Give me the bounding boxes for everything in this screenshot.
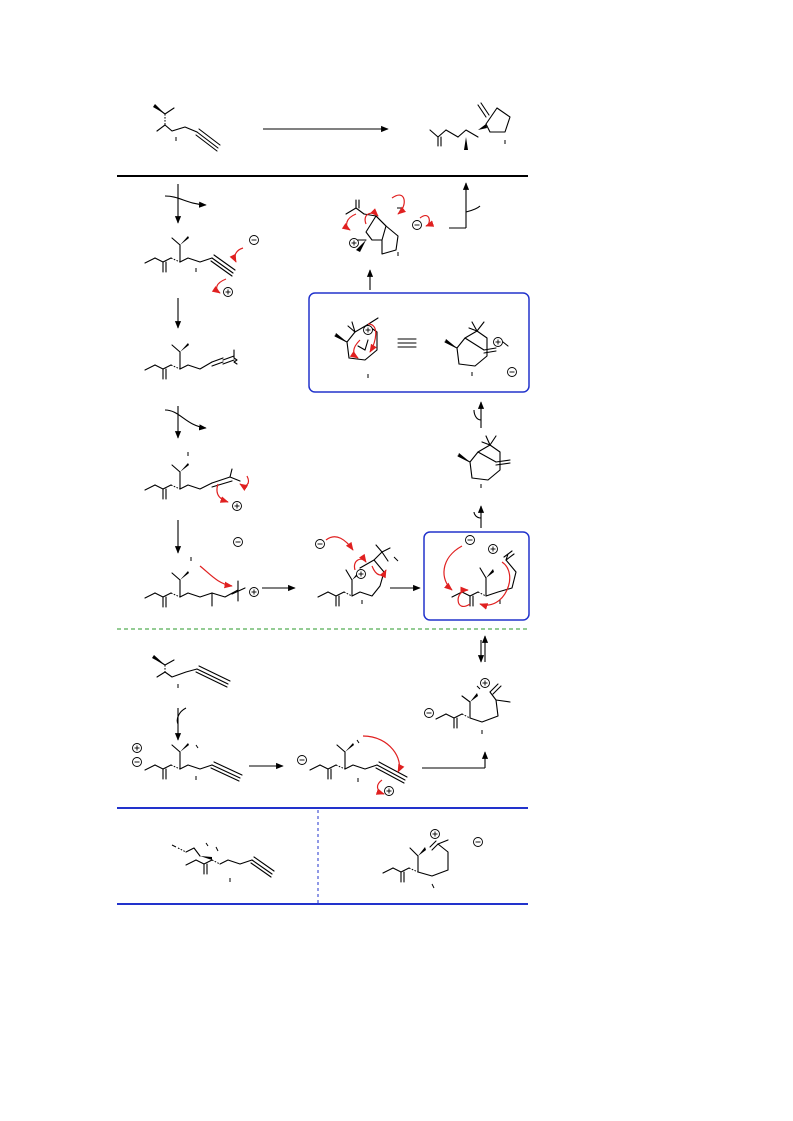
- positive-charge: [488, 544, 498, 554]
- negative-charge: [424, 708, 434, 718]
- positive-charge: [384, 786, 394, 796]
- negative-charge: [132, 757, 142, 767]
- alt-ring-cation: [424, 678, 511, 734]
- intermediate-1: [144, 235, 259, 297]
- negative-charge: [297, 755, 307, 765]
- intermediate-2-allene: [144, 343, 238, 380]
- positive-charge: [430, 829, 440, 839]
- positive-charge: [223, 287, 233, 297]
- positive-charge: [356, 569, 366, 579]
- alt-to-ring-arrow: [422, 751, 489, 769]
- negative-charge: [465, 535, 475, 545]
- negative-charge: [412, 220, 422, 230]
- positive-charge: [363, 325, 373, 335]
- highlight-box-equivalent-cations: [308, 292, 530, 393]
- negative-charge: [507, 367, 517, 377]
- cation-conformer-a: [334, 317, 379, 378]
- cation-conformer-b: [444, 321, 517, 377]
- alt-intermediate: [132, 743, 243, 782]
- negative-charge: [473, 837, 483, 847]
- intermediate-3: [144, 452, 250, 511]
- positive-charge: [493, 337, 503, 347]
- intermediate-4-cation: [144, 537, 259, 608]
- equivalence-symbol: [397, 338, 417, 348]
- alt-starting-material: [152, 655, 231, 688]
- positive-charge: [249, 587, 259, 597]
- comparison-structures: [171, 829, 483, 889]
- negative-charge: [315, 539, 325, 549]
- highlight-box-ring-closure: [423, 531, 530, 621]
- stepwise-mechanism: [144, 184, 296, 608]
- positive-charge: [132, 743, 142, 753]
- positive-charge: [480, 678, 490, 688]
- product-cyclopentane: [429, 102, 511, 150]
- cyclization-intermediate: [315, 536, 399, 607]
- negative-charge: [249, 235, 259, 245]
- alternative-pathway: [132, 655, 511, 796]
- negative-charge: [233, 537, 243, 547]
- alt-activated-intermediate: [297, 735, 408, 796]
- rearranged-cation: [341, 194, 435, 256]
- comparison-structure-left: [171, 842, 275, 882]
- final-step-arrow: [449, 182, 481, 229]
- equilibrium-arrows: [477, 635, 489, 663]
- overall-transformation: [153, 102, 511, 152]
- starting-material-alkyne: [153, 104, 221, 152]
- positive-charge: [349, 238, 359, 248]
- positive-charge: [232, 501, 242, 511]
- bicyclic-intermediate: [457, 435, 511, 488]
- comparison-structure-right: [382, 829, 483, 889]
